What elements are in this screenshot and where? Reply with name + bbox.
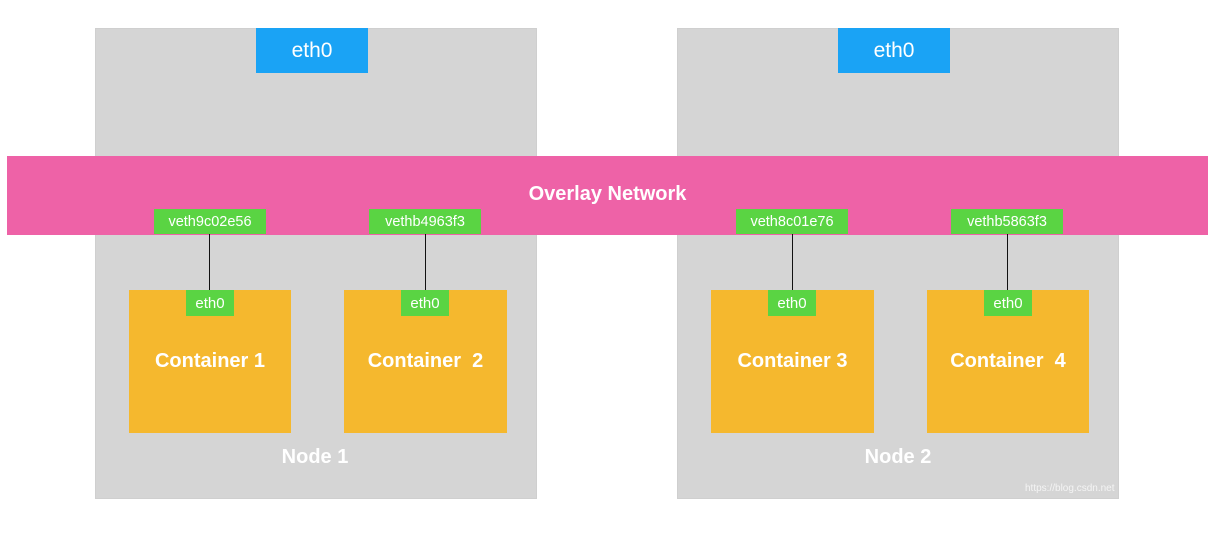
link-container-2 xyxy=(425,234,426,291)
node-1-host-eth: eth0 xyxy=(256,28,368,73)
container-4-eth: eth0 xyxy=(984,290,1032,316)
veth-container-2: vethb4963f3 xyxy=(369,209,481,234)
container-2-label: Container 2 xyxy=(367,350,484,372)
container-1-eth: eth0 xyxy=(186,290,234,316)
veth-container-3: veth8c01e76 xyxy=(736,209,848,234)
node-1-label: Node 1 xyxy=(281,446,349,468)
container-2-eth: eth0 xyxy=(401,290,449,316)
container-1-label: Container 1 xyxy=(154,350,266,372)
link-container-3 xyxy=(792,234,793,291)
link-container-1 xyxy=(209,234,210,291)
veth-container-1: veth9c02e56 xyxy=(154,209,266,234)
veth-container-4: vethb5863f3 xyxy=(951,209,1063,234)
container-3-eth: eth0 xyxy=(768,290,816,316)
node-2-host-eth: eth0 xyxy=(838,28,950,73)
watermark: https://blog.csdn.net xyxy=(1025,483,1115,494)
link-container-4 xyxy=(1007,234,1008,291)
container-4-label: Container 4 xyxy=(950,350,1066,372)
overlay-network-label: Overlay Network xyxy=(528,183,687,205)
container-3-label: Container 3 xyxy=(737,350,848,372)
node-2-label: Node 2 xyxy=(864,446,932,468)
